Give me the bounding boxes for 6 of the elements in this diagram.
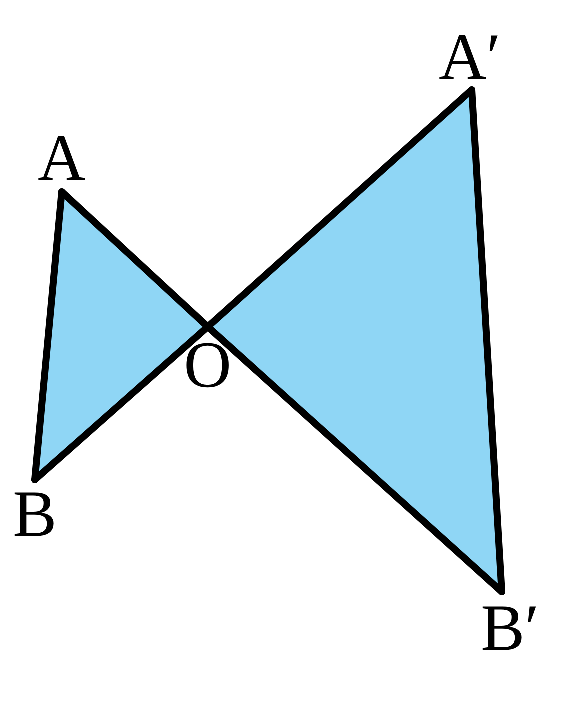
vertex-label: A′ <box>439 27 502 89</box>
vertex-label: B <box>13 484 58 546</box>
vertex-label: B′ <box>481 598 540 660</box>
vertex-label: A <box>38 128 86 190</box>
vertex-label: O <box>184 335 232 397</box>
line-segment <box>468 86 506 596</box>
